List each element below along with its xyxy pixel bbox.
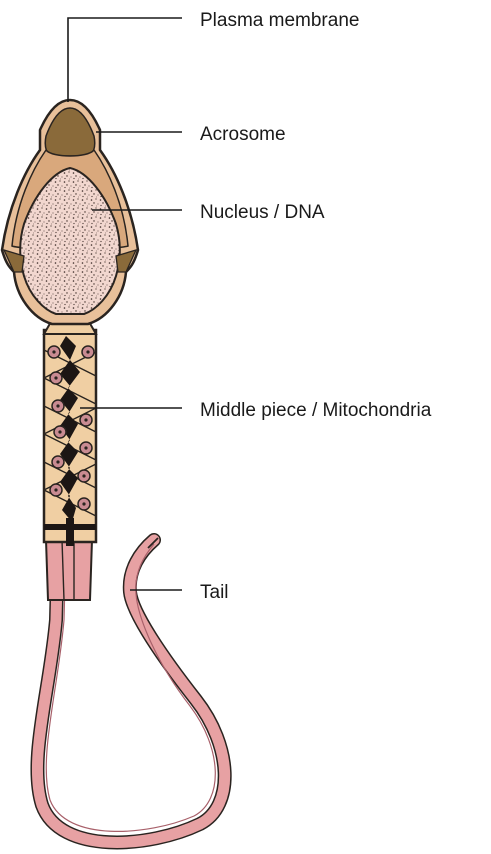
head — [2, 100, 138, 324]
tail-base-taper — [46, 540, 92, 600]
tail — [37, 538, 224, 842]
label-plasma-membrane: Plasma membrane — [200, 10, 359, 31]
label-middle-piece: Middle piece / Mitochondria — [200, 400, 432, 421]
leader-plasma-membrane — [68, 18, 182, 102]
middle-piece — [44, 320, 96, 546]
label-nucleus: Nucleus / DNA — [200, 202, 325, 223]
label-acrosome: Acrosome — [200, 124, 286, 145]
labels: Plasma membrane Acrosome Nucleus / DNA M… — [200, 10, 432, 603]
label-tail: Tail — [200, 582, 229, 603]
